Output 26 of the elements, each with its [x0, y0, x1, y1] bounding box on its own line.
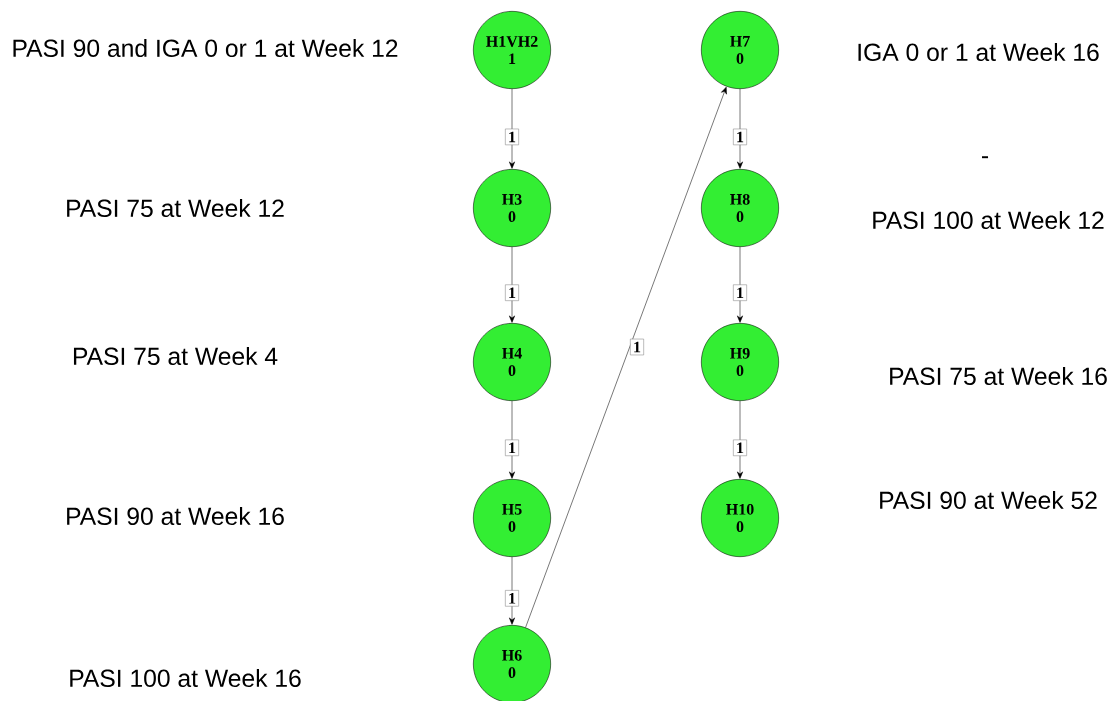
row-label: PASI 90 at Week 16 [67, 506, 284, 526]
row-label: PASI 90 at Week 52 [880, 490, 1097, 510]
row-label: PASI 75 at Week 4 [73, 346, 278, 366]
edge-label: 1 [505, 284, 519, 301]
arrow [525, 86, 727, 628]
edge-label: 1 [505, 590, 519, 607]
row-label: PASI 75 at Week 16 [890, 366, 1107, 386]
arrow [509, 246, 515, 323]
arrow [509, 88, 515, 169]
edge-label: 1 [733, 128, 747, 146]
edge-label: 1 [733, 284, 747, 301]
edge-label: 1 [505, 128, 519, 146]
edge-label: 1 [505, 439, 519, 457]
arrow [737, 400, 743, 479]
row-label: PASI 90 and IGA 0 or 1 at Week 12 [13, 38, 398, 58]
arrow [737, 246, 743, 323]
row-label: PASI 100 at Week 16 [70, 668, 301, 688]
row-label: - [982, 156, 989, 159]
row-label: PASI 100 at Week 12 [873, 210, 1104, 230]
row-label: IGA 0 or 1 at Week 16 [858, 42, 1099, 62]
edge-label: 1 [630, 338, 644, 356]
arrow [509, 400, 515, 479]
arrow [737, 88, 743, 169]
edge-label: 1 [733, 439, 747, 457]
arrow [509, 556, 515, 625]
row-label: PASI 75 at Week 12 [67, 198, 284, 218]
